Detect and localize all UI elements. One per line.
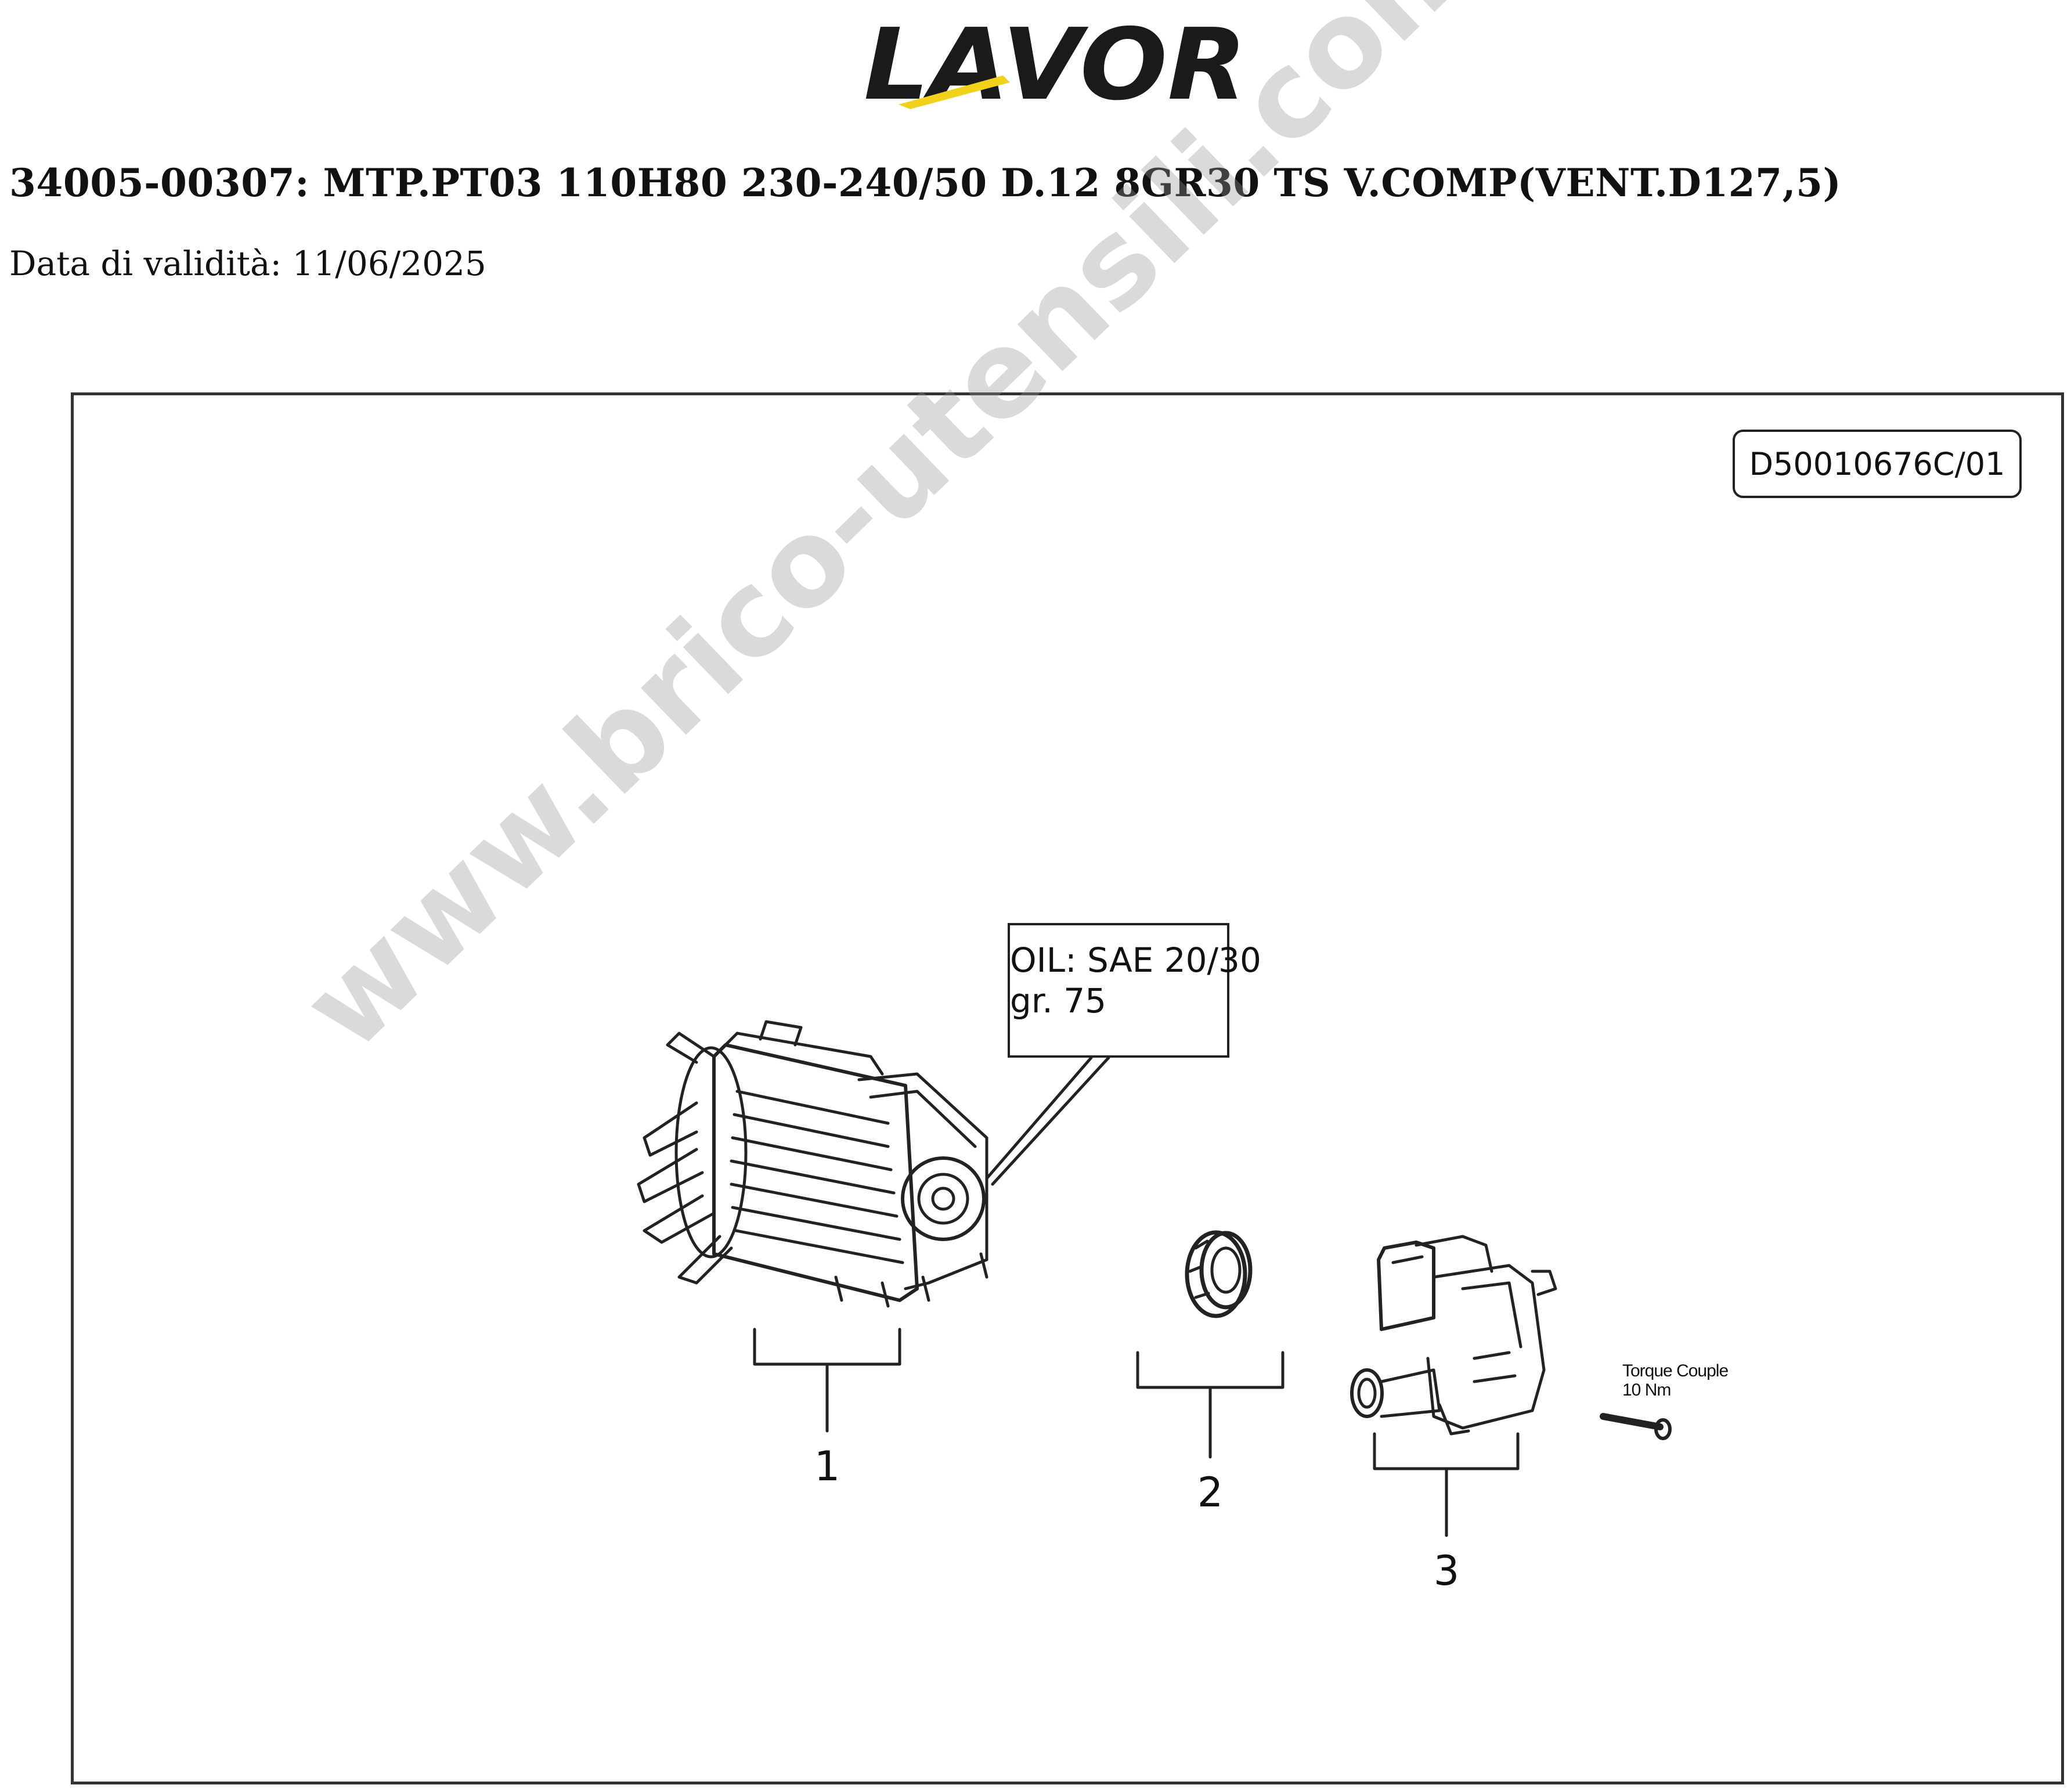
seal-illustration — [1185, 1230, 1253, 1318]
pump-illustration — [1350, 1235, 1557, 1436]
diagram-frame — [71, 392, 2064, 1784]
torque-note-line2: 10 Nm — [1622, 1380, 1671, 1400]
callout-brackets — [753, 1328, 1520, 1537]
oil-note-line2: gr. 75 — [1010, 981, 1107, 1021]
callout-1: 1 — [814, 1443, 840, 1490]
svg-text:LAVOR: LAVOR — [864, 17, 1247, 110]
oil-note-box — [1008, 923, 1229, 1058]
torque-note-line1: Torque Couple — [1622, 1361, 1729, 1380]
motor-illustration — [637, 1020, 1110, 1308]
callout-3: 3 — [1433, 1547, 1460, 1595]
page-title: 34005-00307: MTP.PT03 110H80 230-240/50 … — [9, 160, 1842, 205]
oil-note-line1: OIL: SAE 20/30 — [1010, 940, 1261, 980]
lavor-logo: LAVOR — [864, 17, 1247, 110]
bolt-illustration — [1600, 1413, 1672, 1440]
validity-date: Data di validità: 11/06/2025 — [9, 244, 486, 283]
callout-2: 2 — [1197, 1469, 1224, 1516]
drawing-code-badge: D50010676C/01 — [1733, 430, 2022, 498]
